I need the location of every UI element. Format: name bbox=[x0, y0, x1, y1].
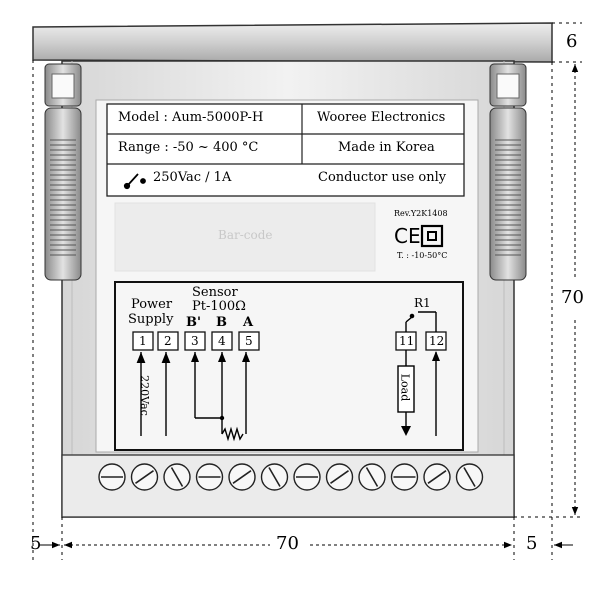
relay-contact bbox=[405, 311, 437, 332]
dimension-lines bbox=[32, 22, 582, 560]
range-label: Range : -50 ~ 400 °C bbox=[118, 140, 259, 155]
right-mounting-clip bbox=[489, 63, 527, 281]
screw-slot bbox=[365, 467, 379, 487]
screw-slot bbox=[135, 470, 154, 484]
conductor-label: Conductor use only bbox=[318, 170, 447, 185]
origin-label: Made in Korea bbox=[338, 140, 435, 155]
voltage-label: 220Vac bbox=[137, 375, 151, 416]
relay-switch-icon bbox=[123, 173, 146, 190]
left-mounting-clip bbox=[44, 63, 82, 281]
screw-row bbox=[98, 463, 484, 491]
temp-range-label: T. : -10-50°C bbox=[397, 251, 448, 260]
power-label: Power bbox=[131, 297, 173, 312]
sensor-wiring bbox=[194, 352, 247, 442]
screw-slot bbox=[463, 467, 476, 487]
terminal-1: 1 bbox=[139, 334, 147, 348]
terminal-2: 2 bbox=[164, 334, 172, 348]
barcode-area bbox=[114, 202, 376, 272]
sensor-type-label: Pt-100Ω bbox=[192, 299, 246, 314]
terminal-block-left bbox=[132, 331, 260, 351]
terminal-3: 3 bbox=[191, 334, 199, 348]
label-table bbox=[106, 103, 465, 197]
terminal-b-prime-label: B' bbox=[186, 315, 201, 330]
terminal-5: 5 bbox=[245, 334, 253, 348]
terminal-4: 4 bbox=[218, 334, 226, 348]
screw-slot bbox=[268, 467, 281, 487]
barcode-label: Bar-code bbox=[218, 228, 273, 242]
screw-slot bbox=[232, 470, 252, 484]
maker-label: Wooree Electronics bbox=[317, 110, 446, 125]
terminal-12: 12 bbox=[429, 334, 445, 348]
sensor-label: Sensor bbox=[192, 285, 238, 300]
terminal-a-label: A bbox=[243, 315, 254, 330]
dim-top-gap: 6 bbox=[566, 31, 578, 52]
wiring-box bbox=[114, 281, 464, 451]
screw-slot bbox=[170, 467, 184, 487]
relay-rating-label: 250Vac / 1A bbox=[153, 170, 232, 185]
dim-right-margin: 5 bbox=[526, 533, 538, 554]
supply-label: Supply bbox=[128, 312, 174, 327]
dim-height: 70 bbox=[561, 287, 584, 308]
load-wiring bbox=[397, 350, 437, 436]
revision-label: Rev.Y2K1408 bbox=[394, 209, 448, 218]
screw-slot bbox=[427, 470, 447, 484]
dim-left-margin: 5 bbox=[30, 533, 42, 554]
dim-width: 70 bbox=[276, 533, 299, 554]
terminal-block-right bbox=[395, 331, 447, 351]
model-label: Model : Aum-5000P-H bbox=[118, 110, 264, 125]
terminal-11: 11 bbox=[399, 334, 415, 348]
double-insulation-icon bbox=[420, 224, 444, 248]
load-label: Load bbox=[398, 373, 412, 402]
front-bezel bbox=[32, 22, 553, 63]
ce-mark: CE bbox=[394, 224, 421, 248]
relay-label: R1 bbox=[414, 296, 431, 310]
terminal-b-label: B bbox=[216, 315, 227, 330]
screw-slot bbox=[330, 470, 349, 484]
